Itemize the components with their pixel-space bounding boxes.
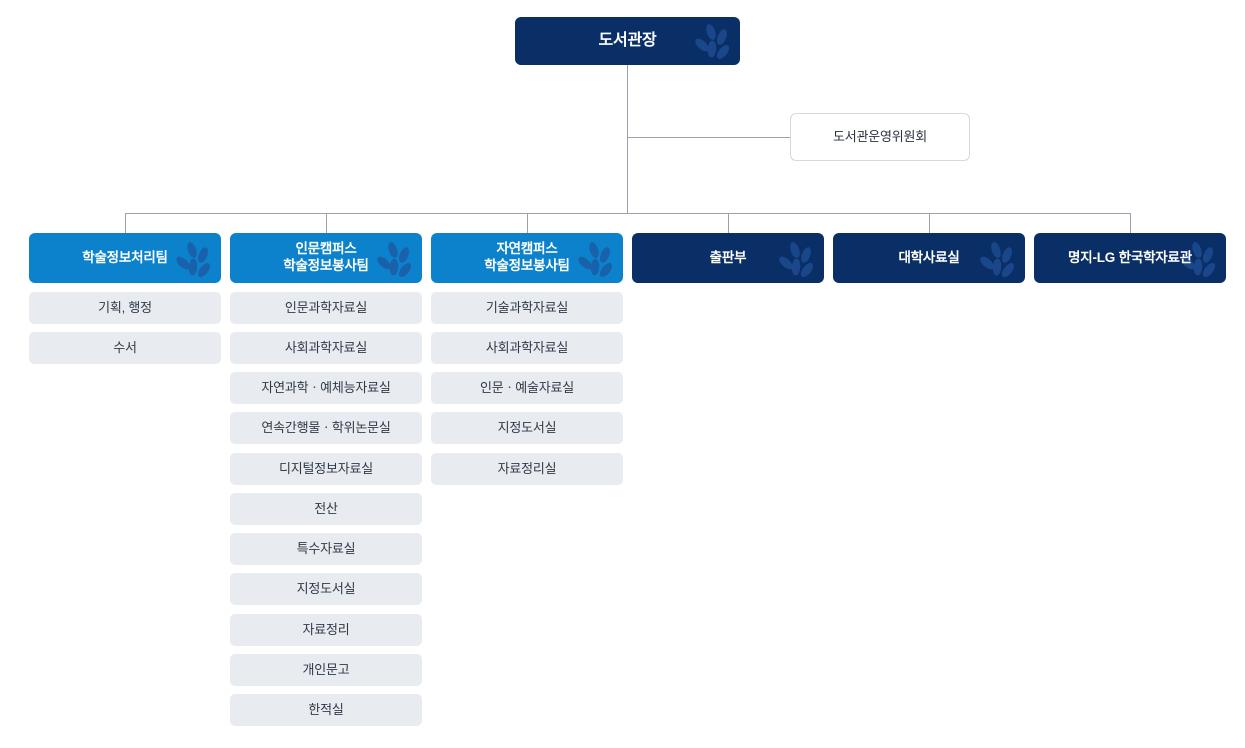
node-sub-1-10[interactable]: 한적실 [230, 694, 422, 726]
node-sub-label: 개인문고 [302, 661, 350, 677]
leaf-icon [370, 241, 416, 281]
node-sub-0-0[interactable]: 기획, 행정 [29, 292, 221, 324]
leaf-icon [169, 241, 215, 281]
node-root-director[interactable]: 도서관장 [515, 17, 740, 65]
node-division-label: 인문캠퍼스 학술정보봉사팀 [283, 241, 369, 273]
node-sub-1-2[interactable]: 자연과학ㆍ예체능자료실 [230, 372, 422, 404]
leaf-icon [688, 23, 734, 63]
connector-drop-6 [1130, 213, 1131, 233]
connector-root-vertical [627, 65, 628, 214]
node-sub-label: 수서 [113, 339, 137, 355]
node-sub-2-4[interactable]: 자료정리실 [431, 453, 623, 485]
node-sub-label: 사회과학자료실 [284, 339, 368, 355]
leaf-icon [571, 241, 617, 281]
node-division-label: 명지-LG 한국학자료관 [1068, 249, 1192, 265]
node-sub-label: 인문ㆍ예술자료실 [479, 379, 575, 395]
node-sub-label: 기획, 행정 [98, 299, 152, 315]
node-sub-1-5[interactable]: 전산 [230, 493, 422, 525]
connector-drop-2 [326, 213, 327, 233]
node-sub-label: 지정도서실 [296, 580, 356, 596]
node-sub-1-6[interactable]: 특수자료실 [230, 533, 422, 565]
node-sub-label: 연속간행물ㆍ학위논문실 [261, 419, 391, 435]
node-sub-label: 사회과학자료실 [485, 339, 569, 355]
node-root-label: 도서관장 [598, 32, 657, 49]
node-division-1[interactable]: 인문캠퍼스 학술정보봉사팀 [230, 233, 422, 283]
leaf-icon [772, 241, 818, 281]
node-division-2[interactable]: 자연캠퍼스 학술정보봉사팀 [431, 233, 623, 283]
node-sub-1-1[interactable]: 사회과학자료실 [230, 332, 422, 364]
node-division-4[interactable]: 대학사료실 [833, 233, 1025, 283]
node-sub-label: 지정도서실 [497, 419, 557, 435]
node-sub-1-7[interactable]: 지정도서실 [230, 573, 422, 605]
connector-drop-5 [929, 213, 930, 233]
node-sub-0-1[interactable]: 수서 [29, 332, 221, 364]
node-sub-1-3[interactable]: 연속간행물ㆍ학위논문실 [230, 412, 422, 444]
node-division-label: 자연캠퍼스 학술정보봉사팀 [484, 241, 570, 273]
node-sub-2-0[interactable]: 기술과학자료실 [431, 292, 623, 324]
node-advisory-label: 도서관운영위원회 [832, 128, 928, 144]
node-sub-1-0[interactable]: 인문과학자료실 [230, 292, 422, 324]
node-sub-2-3[interactable]: 지정도서실 [431, 412, 623, 444]
leaf-icon [973, 241, 1019, 281]
node-sub-2-1[interactable]: 사회과학자료실 [431, 332, 623, 364]
node-division-label: 학술정보처리팀 [82, 249, 168, 265]
node-sub-1-4[interactable]: 디지털정보자료실 [230, 453, 422, 485]
node-sub-label: 특수자료실 [296, 540, 356, 556]
node-division-label: 출판부 [709, 249, 747, 265]
node-sub-label: 자료정리 [302, 621, 350, 637]
node-sub-label: 디지털정보자료실 [278, 460, 374, 476]
node-sub-1-8[interactable]: 자료정리 [230, 614, 422, 646]
node-sub-label: 한적실 [308, 701, 344, 717]
node-sub-1-9[interactable]: 개인문고 [230, 654, 422, 686]
node-division-label: 대학사료실 [898, 249, 960, 265]
connector-distribution-bar [125, 213, 1130, 214]
node-division-0[interactable]: 학술정보처리팀 [29, 233, 221, 283]
node-sub-label: 기술과학자료실 [485, 299, 569, 315]
node-division-5[interactable]: 명지-LG 한국학자료관 [1034, 233, 1226, 283]
connector-advisory-horizontal [627, 137, 791, 138]
node-sub-label: 자연과학ㆍ예체능자료실 [261, 379, 391, 395]
connector-drop-4 [728, 213, 729, 233]
node-sub-label: 인문과학자료실 [284, 299, 368, 315]
node-division-3[interactable]: 출판부 [632, 233, 824, 283]
connector-drop-1 [125, 213, 126, 233]
node-sub-label: 전산 [314, 500, 338, 516]
node-advisory-committee[interactable]: 도서관운영위원회 [790, 113, 970, 161]
node-sub-label: 자료정리실 [497, 460, 557, 476]
node-sub-2-2[interactable]: 인문ㆍ예술자료실 [431, 372, 623, 404]
connector-drop-3 [527, 213, 528, 233]
